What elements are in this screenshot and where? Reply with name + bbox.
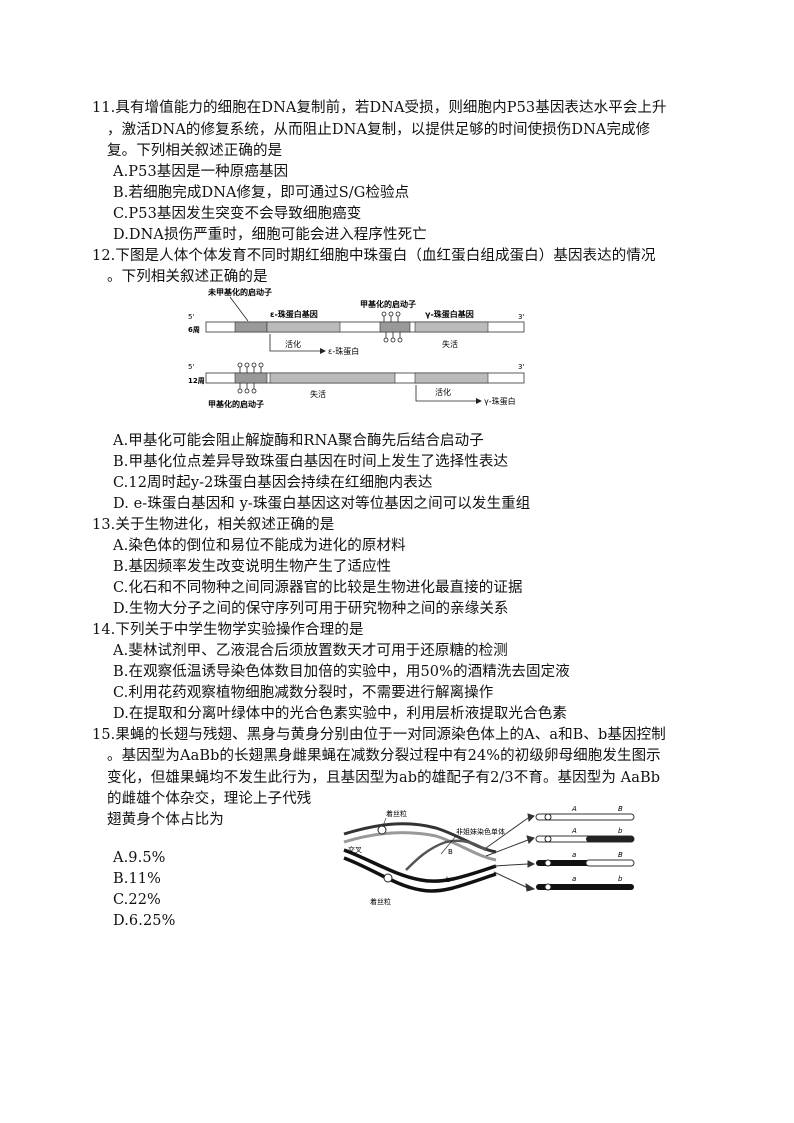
- q15-option-c[interactable]: C.22%: [113, 892, 161, 908]
- row1-activate: 活化: [285, 339, 301, 349]
- q15-stem-line-1: 15.果蝇的长翅与残翅、黑身与黄身分别由位于一对同源染色体上的A、a和B、b基因…: [92, 727, 666, 743]
- q12-option-c[interactable]: C.12周时起y-2珠蛋白基因会持续在红细胞内表达: [113, 475, 433, 491]
- q11-option-a[interactable]: A.P53基因是一种原癌基因: [113, 164, 289, 180]
- label-nonsister-chromatid: 非姐妹染色单体: [456, 827, 505, 836]
- svg-text:b: b: [446, 876, 451, 884]
- row1-dna-strand: [205, 321, 525, 333]
- svg-text:a: a: [572, 851, 576, 859]
- q15-stem-line-2: 。基因型为AaBb的长翅黑身雌果蝇在减数分裂过程中有24%的初级卵母细胞发生图示: [107, 748, 661, 764]
- row2-5prime: 5': [188, 363, 194, 371]
- q15-stem-line-4: 的雌雄个体杂交，理论上子代残: [107, 791, 312, 807]
- row2-inactive: 失活: [310, 389, 326, 399]
- q12-option-a[interactable]: A.甲基化可能会阻止解旋酶和RNA聚合酶先后结合启动子: [113, 433, 484, 449]
- row1-y-gene-block: [414, 321, 489, 333]
- q15-option-a[interactable]: A.9.5%: [113, 850, 166, 866]
- label-unmethylated-promoter: 未甲基化的启动子: [207, 287, 272, 297]
- row1-3prime: 3': [518, 313, 524, 321]
- label-methylated-promoter-bottom: 甲基化的启动子: [208, 399, 264, 409]
- q11-stem-line-2: ，激活DNA的修复系统，从而阻止DNA复制，以提供足够的时间使损伤DNA完成修: [107, 122, 651, 138]
- q15-option-d[interactable]: D.6.25%: [113, 913, 176, 929]
- row1-e-gene-block: [266, 321, 341, 333]
- label-centromere-bottom: 着丝粒: [370, 897, 391, 906]
- q13-option-a[interactable]: A.染色体的倒位和易位不能成为进化的原材料: [113, 538, 406, 554]
- q11-option-b[interactable]: B.若细胞完成DNA修复，即可通过S/G检验点: [113, 185, 410, 201]
- row2-y-gene-block: [414, 372, 489, 384]
- q11-option-c[interactable]: C.P53基因发生突变不会导致细胞癌变: [113, 206, 362, 222]
- row2-label: 12周: [188, 376, 205, 385]
- q11-stem-line-3: 复。下列相关叙述正确的是: [107, 143, 283, 159]
- q14-option-a[interactable]: A.斐林试剂甲、乙液混合后须放置数天才可用于还原糖的检测: [113, 643, 508, 659]
- row2-methyl-marks-top: [237, 362, 264, 373]
- svg-text:b: b: [618, 875, 623, 883]
- svg-text:b: b: [618, 827, 623, 835]
- q12-option-d[interactable]: D. e-珠蛋白基因和 y-珠蛋白基因这对等位基因之间可以发生重组: [113, 496, 531, 512]
- row2-e-gene-block: [269, 372, 396, 384]
- q13-option-c[interactable]: C.化石和不同物种之间同源器官的比较是生物进化最直接的证据: [113, 580, 523, 596]
- gene-expression-figure: 未甲基化的启动子 甲基化的启动子 ε-珠蛋白基因 γ-珠蛋白基因 5' 3' 6…: [188, 287, 525, 409]
- q11-option-d[interactable]: D.DNA损伤严重时，细胞可能会进入程序性死亡: [113, 227, 427, 243]
- q14-option-c[interactable]: C.利用花药观察植物细胞减数分裂时，不需要进行解离操作: [113, 685, 494, 701]
- row1-methyl-marks-top: [381, 311, 401, 322]
- row2-activate: 活化: [435, 387, 451, 397]
- row1-methyl-marks-bottom: [383, 332, 403, 343]
- row1-e-promoter: [234, 321, 268, 333]
- svg-text:B: B: [448, 848, 453, 856]
- row1-5prime: 5': [188, 313, 194, 321]
- svg-text:a: a: [572, 875, 576, 883]
- svg-text:B: B: [618, 805, 623, 813]
- svg-text:A: A: [571, 805, 577, 813]
- q11-stem-line-1: 11.具有增值能力的细胞在DNA复制前，若DNA受损，则细胞内P53基因表达水平…: [92, 100, 667, 116]
- label-methylated-promoter-top: 甲基化的启动子: [360, 299, 416, 309]
- label-centromere-top: 着丝粒: [386, 809, 407, 818]
- row2-methyl-marks-bottom: [237, 383, 257, 394]
- row1-y-promoter: [379, 321, 411, 333]
- q12-stem-line-2: 。下列相关叙述正确的是: [107, 269, 268, 285]
- q13-stem: 13.关于生物进化，相关叙述正确的是: [92, 517, 335, 533]
- row2-y-protein: γ-珠蛋白: [484, 396, 516, 406]
- q14-option-d[interactable]: D.在提取和分离叶绿体中的光合色素实验中，利用层析液提取光合色素: [113, 706, 567, 722]
- row2-e-promoter: [234, 372, 268, 384]
- q15-stem-line-5: 翅黄身个体占比为: [107, 812, 224, 828]
- label-crossover: 交叉: [348, 845, 362, 854]
- q13-option-b[interactable]: B.基因频率发生改变说明生物产生了适应性: [113, 559, 392, 575]
- chromosome-crossover-figure: 着丝粒 着丝粒 交叉 非姐妹染色单体 B b A B A b a B a b: [343, 805, 635, 906]
- svg-text:A: A: [571, 827, 577, 835]
- q15-stem-line-3: 变化，但雄果蝇均不发生此行为，且基因型为ab的雄配子有2/3不育。基因型为 Aa…: [107, 770, 661, 786]
- q15-option-b[interactable]: B.11%: [113, 871, 161, 887]
- q12-option-b[interactable]: B.甲基化位点差异导致珠蛋白基因在时间上发生了选择性表达: [113, 454, 509, 470]
- label-y-gene: γ-珠蛋白基因: [425, 309, 474, 319]
- label-e-gene: ε-珠蛋白基因: [270, 309, 318, 319]
- row1-e-protein: ε-珠蛋白: [328, 346, 359, 356]
- q14-stem: 14.下列关于中学生物学实验操作合理的是: [92, 622, 364, 638]
- q12-stem-line-1: 12.下图是人体个体发育不同时期红细胞中珠蛋白（血红蛋白组成蛋白）基因表达的情况: [92, 248, 656, 264]
- q13-option-d[interactable]: D.生物大分子之间的保守序列可用于研究物种之间的亲缘关系: [113, 601, 509, 617]
- svg-text:B: B: [618, 851, 623, 859]
- q14-option-b[interactable]: B.在观察低温诱导染色体数目加倍的实验中，用50%的酒精洗去固定液: [113, 664, 570, 680]
- row2-3prime: 3': [518, 363, 524, 371]
- row1-label: 6周: [188, 325, 200, 334]
- row1-inactive: 失活: [442, 339, 458, 349]
